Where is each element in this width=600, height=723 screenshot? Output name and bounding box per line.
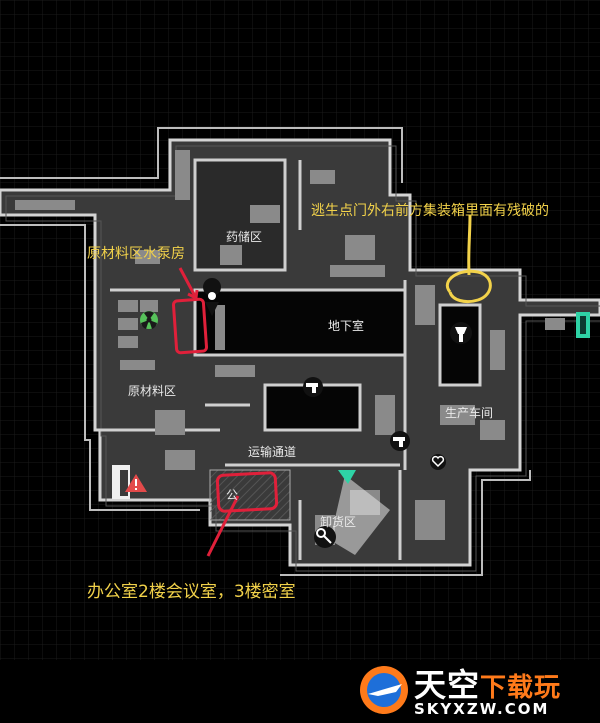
radiation-icon (140, 311, 158, 329)
escape-point-pointer (467, 214, 472, 276)
watermark-name: 天空下载玩 (414, 660, 561, 706)
watermark-name-accent: 下载玩 (480, 673, 562, 703)
player-marker-icon (338, 470, 356, 484)
room-label-basement: 地下室 (328, 319, 365, 333)
heart-icon (430, 454, 446, 470)
watermark-name-main: 天空 (414, 666, 481, 704)
flashlight-cone (330, 475, 390, 555)
room-label-transport-corridor: 运输通道 (248, 445, 297, 459)
exit-door-icon-east (576, 312, 590, 338)
annotation-pump-room: 原材料区水泵房 (87, 246, 185, 262)
room-label-production-workshop: 生产车间 (445, 406, 494, 420)
room-label-medicine-storage: 药储区 (226, 230, 263, 244)
pump-room-arrow (178, 267, 198, 299)
room-label-unloading-area: 卸货区 (320, 515, 357, 529)
pistol-icon (303, 377, 323, 397)
exit-door-icon (112, 465, 130, 499)
flashlight-icon (450, 322, 472, 344)
interior-walls (100, 158, 482, 560)
escape-point-circle (446, 269, 492, 304)
hazard-warning-icon (125, 474, 147, 492)
watermark-logo-icon (360, 666, 408, 714)
annotation-office: 办公室2楼会议室，3楼密室 (87, 582, 296, 602)
outer-wall-lines (0, 127, 531, 576)
office-arrow (206, 495, 240, 557)
room-label-raw-material-area: 原材料区 (128, 384, 177, 398)
pistol-icon-2 (390, 431, 410, 451)
pin-icon (203, 278, 222, 316)
office-hatched-area (209, 469, 291, 521)
pump-room-arrow-head (187, 289, 199, 300)
key-icon (314, 526, 336, 548)
office-highlight-box (215, 471, 279, 513)
watermark: 天空下载玩 SKYXZW.COM (356, 660, 596, 720)
pump-room-highlight-box (171, 297, 209, 355)
annotation-escape-point: 逃生点门外右前方集装箱里面有残破的 (311, 203, 549, 219)
watermark-url: SKYXZW.COM (414, 700, 550, 718)
room-label-office-fragment: 公 (226, 488, 239, 502)
